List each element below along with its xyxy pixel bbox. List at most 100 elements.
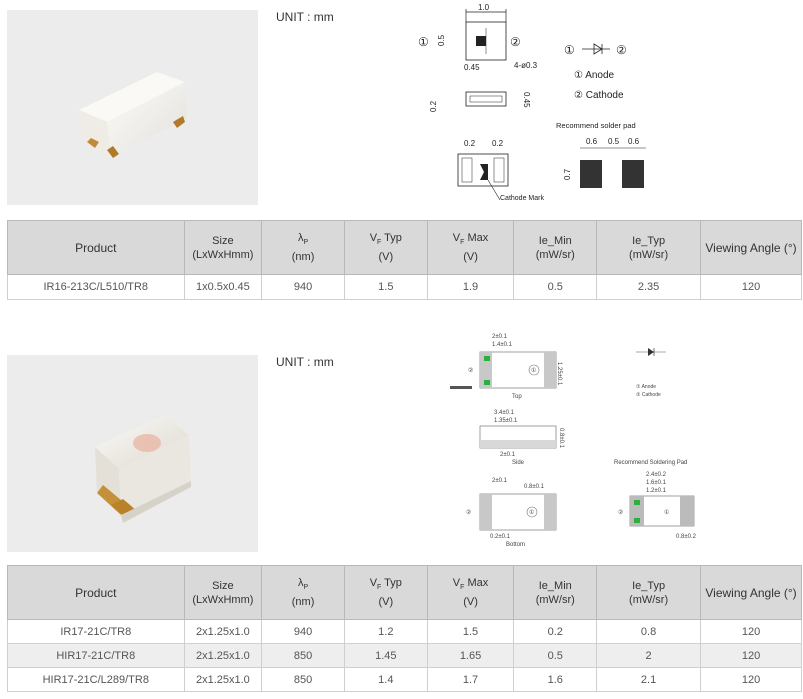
product-photo-ir16 xyxy=(7,10,258,205)
symbol-anode: ① Anode xyxy=(636,384,656,390)
cell-angle: 120 xyxy=(700,619,802,644)
pad-0-5: 0.5 xyxy=(608,137,620,146)
table-row: HIR17-21C/TR8 2x1.25x1.0 850 1.45 1.65 0… xyxy=(7,643,802,668)
dim-side3: 2±0.1 xyxy=(500,452,516,458)
th-size: Size(LxWxHmm) xyxy=(183,565,263,620)
symbol-cathode: ② Cathode xyxy=(636,392,661,398)
cell-ie-min: 0.5 xyxy=(513,274,598,300)
cell-product: IR16-213C/L510/TR8 xyxy=(7,274,185,300)
unit-label-2: UNIT : mm xyxy=(276,355,334,369)
cell-product: IR17-21C/TR8 xyxy=(7,619,185,644)
unit-label: UNIT : mm xyxy=(276,10,334,24)
th-vf-max: VF Max(V) xyxy=(426,565,515,620)
table-row: IR17-21C/TR8 2x1.25x1.0 940 1.2 1.5 0.2 … xyxy=(7,619,802,644)
pad-d4: 0.8±0.2 xyxy=(676,534,697,540)
th-product: Product xyxy=(7,220,185,275)
cell-angle: 120 xyxy=(700,274,802,300)
table-row: HIR17-21C/L289/TR8 2x1.25x1.0 850 1.4 1.… xyxy=(7,667,802,692)
cell-vf-max: 1.9 xyxy=(426,274,515,300)
dim-bot3: 0.2±0.1 xyxy=(490,534,511,540)
cell-ie-typ: 0.8 xyxy=(596,619,702,644)
pad-d1: 2.4±0.2 xyxy=(646,472,667,478)
cell-vf-typ: 1.2 xyxy=(343,619,428,644)
dim-1-0: 1.0 xyxy=(478,4,490,12)
bottom-label: Bottom xyxy=(506,542,525,548)
dim-0-5: 0.5 xyxy=(437,34,446,46)
pad-title-2: Recommend Soldering Pad xyxy=(614,460,687,466)
cell-lambda: 940 xyxy=(261,619,345,644)
dim-bot1: 2±0.1 xyxy=(492,478,508,484)
th-vf-max: VF Max(V) xyxy=(426,220,515,275)
dimension-drawing-ir17: 2±0.1 1.4±0.1 ① ② 1.25±0.1 Top 3.4±0.1 1… xyxy=(450,334,697,548)
bot-0-2b: 0.2 xyxy=(492,139,504,148)
dim-side1: 3.4±0.1 xyxy=(494,410,515,416)
cell-ie-min: 0.5 xyxy=(513,643,598,668)
cell-vf-typ: 1.5 xyxy=(343,274,428,300)
cathode-label: ② Cathode xyxy=(574,90,624,101)
cell-lambda: 850 xyxy=(261,643,345,668)
cell-vf-max: 1.65 xyxy=(426,643,515,668)
th-vf-typ: VF Typ(V) xyxy=(343,220,428,275)
symbol-pin2: ② xyxy=(616,43,627,57)
cathode-mark-label: Cathode Mark xyxy=(500,195,544,202)
th-viewing-angle: Viewing Angle (°) xyxy=(700,220,802,275)
pad-0-6a: 0.6 xyxy=(586,137,598,146)
th-ie-typ: Ie_Typ(mW/sr) xyxy=(596,565,702,620)
dim-side2: 1.35±0.1 xyxy=(494,418,518,424)
cell-ie-typ: 2 xyxy=(596,643,702,668)
th-ie-min: Ie_Min(mW/sr) xyxy=(513,220,598,275)
dim-top2: 1.4±0.1 xyxy=(492,342,513,348)
bot-pin2: ② xyxy=(466,509,471,516)
cell-angle: 120 xyxy=(700,643,802,668)
cell-vf-max: 1.5 xyxy=(426,619,515,644)
pad-d3: 1.2±0.1 xyxy=(646,488,667,494)
anode-label: ① Anode xyxy=(574,70,615,81)
cell-vf-typ: 1.4 xyxy=(343,667,428,692)
th-ie-typ: Ie_Typ(mW/sr) xyxy=(596,220,702,275)
th-size: Size(LxWxHmm) xyxy=(183,220,263,275)
dim-0-2: 0.2 xyxy=(429,100,438,112)
cell-size: 1x0.5x0.45 xyxy=(183,274,263,300)
top-pin1: ① xyxy=(531,367,536,374)
th-viewing-angle: Viewing Angle (°) xyxy=(700,565,802,620)
dim-0-45: 0.45 xyxy=(464,63,480,72)
pad-d2: 1.6±0.1 xyxy=(646,480,667,486)
cell-size: 2x1.25x1.0 xyxy=(183,643,263,668)
cell-size: 2x1.25x1.0 xyxy=(183,667,263,692)
dim-phi: 4-ø0.3 xyxy=(514,61,538,70)
table-row: IR16-213C/L510/TR8 1x0.5x0.45 940 1.5 1.… xyxy=(7,274,802,300)
th-vf-typ: VF Typ(V) xyxy=(343,565,428,620)
pad-pin1: ① xyxy=(664,509,669,516)
pad-title: Recommend solder pad xyxy=(556,121,636,130)
cell-size: 2x1.25x1.0 xyxy=(183,619,263,644)
pin1-label: ① xyxy=(418,35,429,49)
th-lambda: λP(nm) xyxy=(261,220,345,275)
bot-pin1: ① xyxy=(529,509,534,516)
cell-angle: 120 xyxy=(700,667,802,692)
th-product: Product xyxy=(7,565,185,620)
side-label: Side xyxy=(512,460,525,466)
cell-ie-typ: 2.1 xyxy=(596,667,702,692)
spec-table-1: Product Size(LxWxHmm) λP(nm) VF Typ(V) V… xyxy=(7,220,802,300)
cell-product: HIR17-21C/TR8 xyxy=(7,643,185,668)
cell-lambda: 850 xyxy=(261,667,345,692)
dim-side-h: 0.8±0.1 xyxy=(558,428,564,449)
product-photo-ir17 xyxy=(7,355,258,552)
cell-lambda: 940 xyxy=(261,274,345,300)
cell-ie-min: 1.6 xyxy=(513,667,598,692)
cell-ie-min: 0.2 xyxy=(513,619,598,644)
cell-ie-typ: 2.35 xyxy=(596,274,702,300)
cell-product: HIR17-21C/L289/TR8 xyxy=(7,667,185,692)
dimension-drawing-ir16: 1.0 ① 0.5 ② 0.45 4-ø0.3 0.2 0.45 ① ② ① A… xyxy=(418,4,646,202)
pad-0-6b: 0.6 xyxy=(628,137,640,146)
pad-pin2: ② xyxy=(618,509,623,516)
bot-0-2a: 0.2 xyxy=(464,139,476,148)
pad-0-7: 0.7 xyxy=(563,168,572,180)
pin2-label: ② xyxy=(510,35,521,49)
th-ie-min: Ie_Min(mW/sr) xyxy=(513,565,598,620)
dim-top-side: 1.25±0.1 xyxy=(556,362,562,386)
dim-bot2: 0.8±0.1 xyxy=(524,484,545,490)
top-pin2: ② xyxy=(468,367,473,374)
dim-0-45-side: 0.45 xyxy=(522,92,531,108)
cell-vf-typ: 1.45 xyxy=(343,643,428,668)
